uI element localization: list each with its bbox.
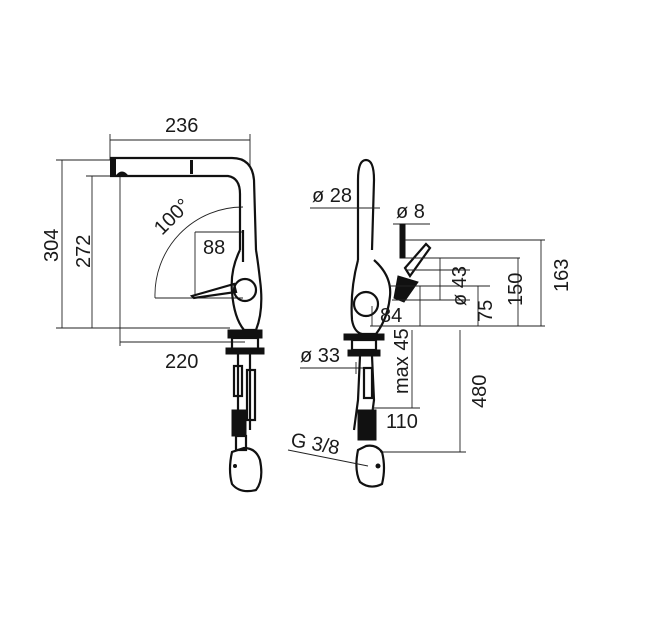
dim-overall-height: 163: [551, 259, 573, 292]
dim-hose-length: 480: [469, 375, 491, 408]
dim-height-75: 75: [475, 300, 497, 322]
dim-aerator-diameter: ø 8: [396, 201, 425, 223]
dim-base-span: 220: [165, 351, 198, 373]
dim-body-diameter: ø 43: [449, 266, 471, 306]
dim-base-diameter: ø 33: [300, 345, 340, 367]
dim-spout-diameter: ø 28: [312, 185, 352, 207]
dim-handle-offset: 88: [203, 237, 225, 259]
dim-thread: G 3/8: [289, 429, 341, 459]
dim-lever-height: 150: [505, 273, 527, 306]
dim-swivel-angle: 100°: [150, 195, 195, 240]
dim-width-top: 236: [165, 115, 198, 137]
dim-max-deck: max 45: [391, 328, 413, 394]
dim-height-spout: 272: [73, 235, 95, 268]
front-view: 236 304 272 100° 88 220: [41, 115, 265, 493]
dim-body-offset: 84: [380, 305, 402, 327]
dim-height-overall: 304: [41, 229, 63, 262]
dim-reach: 110: [386, 411, 418, 433]
side-view: ø 28 ø 8 ø 43 75 150 163 84: [287, 158, 573, 488]
